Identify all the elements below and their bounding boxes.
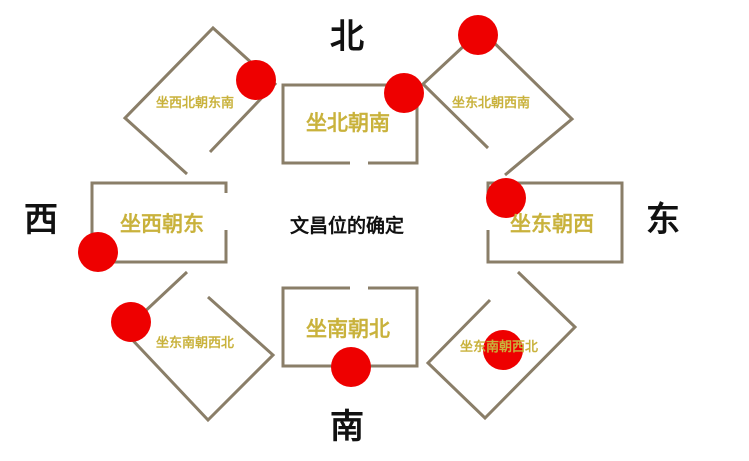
center-title: 文昌位的确定 [290,215,405,237]
marker-south [331,347,371,387]
house-west-label: 坐西朝东 [120,211,204,236]
house-southwest-label: 坐东南朝西北 [156,336,235,351]
marker-west [78,232,118,272]
marker-northwest [236,60,276,100]
house-northwest-label: 坐西北朝东南 [156,96,235,111]
house-west-outline [90,181,228,264]
house-southeast-outline [425,270,578,421]
marker-north [384,73,424,113]
house-north-outline [281,83,419,165]
house-south-label: 坐南朝北 [306,316,390,341]
direction-north: 北 [330,17,364,57]
house-east-label: 坐东朝西 [510,211,594,236]
marker-east [486,178,526,218]
house-east-outline [486,181,624,264]
direction-south: 南 [330,407,364,447]
house-northeast-label: 坐东北朝西南 [452,96,531,111]
direction-west: 西 [24,200,58,240]
marker-southeast [483,330,523,370]
house-northwest-outline [122,25,278,176]
marker-northeast [458,15,498,55]
marker-southwest [111,302,151,342]
house-north-label: 坐北朝南 [306,110,390,135]
direction-east: 东 [646,200,680,240]
house-southeast-label: 坐东南朝西北 [460,340,539,355]
